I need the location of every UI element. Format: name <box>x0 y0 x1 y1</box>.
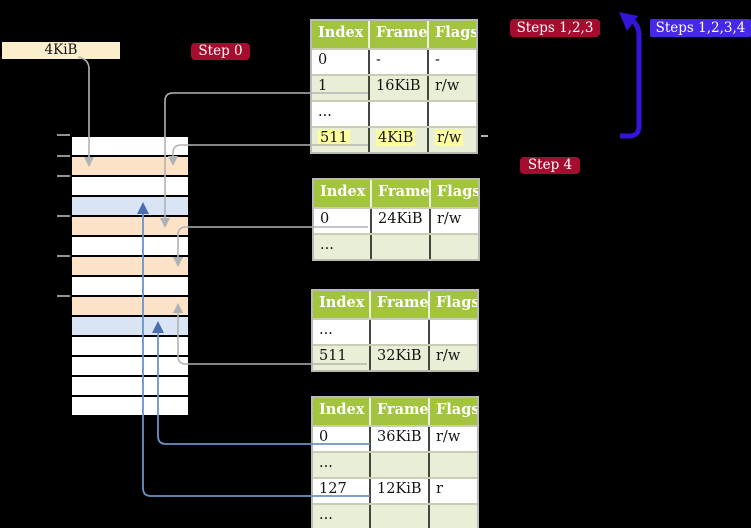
table-cell: 511 <box>312 128 370 152</box>
table-row: 511 4KiB r/w <box>312 126 476 152</box>
highlighted-value: 511 <box>318 130 350 146</box>
column-header: Frame <box>371 398 430 425</box>
column-header: Index <box>314 180 372 207</box>
memory-row-pagetable <box>72 157 188 177</box>
column-header: Index <box>313 398 371 425</box>
table-cell: 12KiB <box>371 479 430 503</box>
arrowhead-upleft-icon <box>619 12 638 31</box>
memory-tick <box>57 134 70 136</box>
table-cell: r <box>436 481 443 497</box>
table-cell <box>429 102 476 126</box>
table-cell: 36KiB <box>371 427 430 451</box>
memory-row-free <box>72 397 188 415</box>
table-cell: 0 <box>314 209 372 233</box>
column-header: Frame <box>372 180 431 207</box>
physical-memory-column <box>70 135 190 417</box>
column-header: Index <box>312 21 370 48</box>
table-cell <box>371 320 430 344</box>
table-cell <box>371 505 430 528</box>
column-header: Flags <box>436 401 477 418</box>
table-cell <box>372 235 431 259</box>
table-cell: 4KiB <box>370 128 429 152</box>
column-header: Frame <box>370 21 429 48</box>
table-cell: 16KiB <box>370 76 429 100</box>
column-header: Flags <box>437 183 478 200</box>
table-cell <box>430 320 477 344</box>
memory-row-mapped <box>72 197 188 217</box>
table-row: 0-- <box>312 48 476 74</box>
memory-tick <box>57 295 70 297</box>
table-cell: 0 <box>313 427 371 451</box>
table-row: ... <box>313 451 477 477</box>
table-row: ... <box>313 318 477 344</box>
table-row: ... <box>313 503 477 528</box>
table-cell: ... <box>313 320 371 344</box>
memory-row-free <box>72 137 188 157</box>
table-cell: ... <box>312 102 370 126</box>
column-header: Index <box>313 291 371 318</box>
column-header: Flags <box>435 24 476 41</box>
table-cell: r/w <box>436 429 461 445</box>
steps-1234-badge: Steps 1,2,3,4 <box>650 19 751 37</box>
memory-row-free <box>72 337 188 357</box>
table-row: ... <box>312 100 476 126</box>
steps-loop-arrow <box>620 16 642 139</box>
memory-row-free <box>72 277 188 297</box>
steps-123-badge: Steps 1,2,3 <box>510 19 600 37</box>
table-cell: - <box>435 52 440 68</box>
step4-badge: Step 4 <box>520 157 580 174</box>
table-cell: 32KiB <box>371 346 430 370</box>
table-cell <box>430 505 477 528</box>
column-header: Flags <box>436 294 477 311</box>
memory-tick <box>57 175 70 177</box>
memory-row-pagetable <box>72 217 188 237</box>
table-cell: r/w <box>437 211 462 227</box>
table-cell: 127 <box>313 479 371 503</box>
memory-tick <box>57 215 70 217</box>
highlighted-value: 4KiB <box>376 130 416 146</box>
table-cell <box>371 453 430 477</box>
table-cell <box>370 102 429 126</box>
table-cell: ... <box>313 453 371 477</box>
page-size-label: 4KiB <box>2 42 120 59</box>
memory-tick <box>57 155 70 157</box>
table-cell: ... <box>314 235 372 259</box>
table-cell: 24KiB <box>372 209 431 233</box>
memory-row-pagetable <box>72 257 188 277</box>
table-row: ... <box>314 233 478 259</box>
column-header: Frame <box>371 291 430 318</box>
memory-tick <box>57 255 70 257</box>
table-cell <box>430 453 477 477</box>
highlighted-value: r/w <box>435 130 464 146</box>
memory-row-free <box>72 357 188 377</box>
table-cell: 511 <box>313 346 371 370</box>
table-cell <box>431 235 478 259</box>
memory-row-mapped <box>72 317 188 337</box>
table-cell: r/w <box>429 128 476 152</box>
table-cell: r/w <box>436 348 461 364</box>
table-cell: 1 <box>312 76 370 100</box>
table-cell: ... <box>313 505 371 528</box>
step0-badge: Step 0 <box>191 43 250 60</box>
table-cell: r/w <box>435 78 460 94</box>
memory-row-pagetable <box>72 297 188 317</box>
memory-row-free <box>72 237 188 257</box>
memory-row-free <box>72 377 188 397</box>
table-cell: 0 <box>312 50 370 74</box>
memory-row-free <box>72 177 188 197</box>
table-cell: - <box>370 50 429 74</box>
